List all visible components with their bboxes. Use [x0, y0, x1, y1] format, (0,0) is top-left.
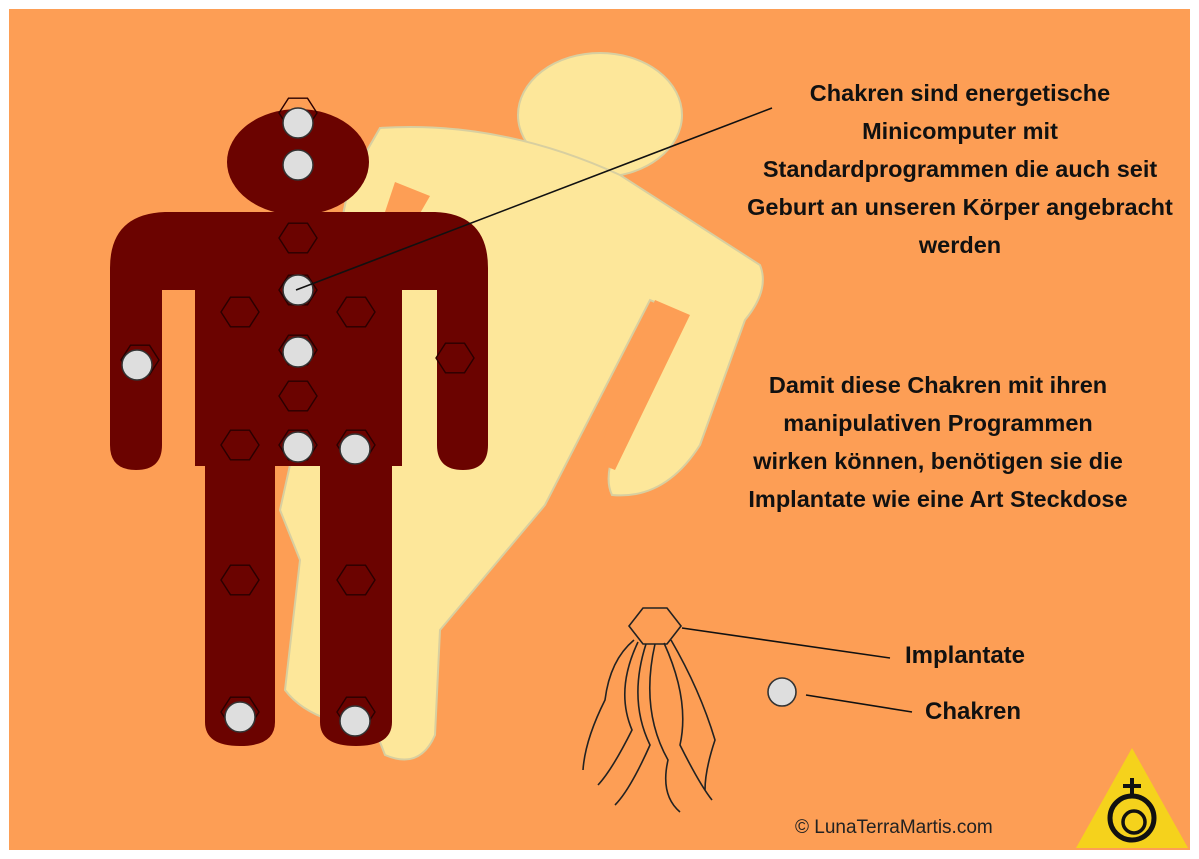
- implants-label: Implantate: [905, 642, 1025, 670]
- chakra-dot: [283, 337, 313, 367]
- second-explanation-text: Damit diese Chakren mit ihren manipulati…: [748, 366, 1128, 518]
- legend-chakra-icon: [768, 678, 796, 706]
- chakra-dot: [340, 434, 370, 464]
- chakra-dot: [283, 108, 313, 138]
- main-explanation-text: Chakren sind energetische Minicomputer m…: [740, 74, 1180, 264]
- chakra-dot: [122, 350, 152, 380]
- copyright-text: © LunaTerraMartis.com: [795, 817, 993, 839]
- chakra-dot: [340, 706, 370, 736]
- chakras-label: Chakren: [925, 698, 1021, 726]
- chakra-dot: [283, 150, 313, 180]
- chakra-dot: [283, 432, 313, 462]
- chakra-dot: [225, 702, 255, 732]
